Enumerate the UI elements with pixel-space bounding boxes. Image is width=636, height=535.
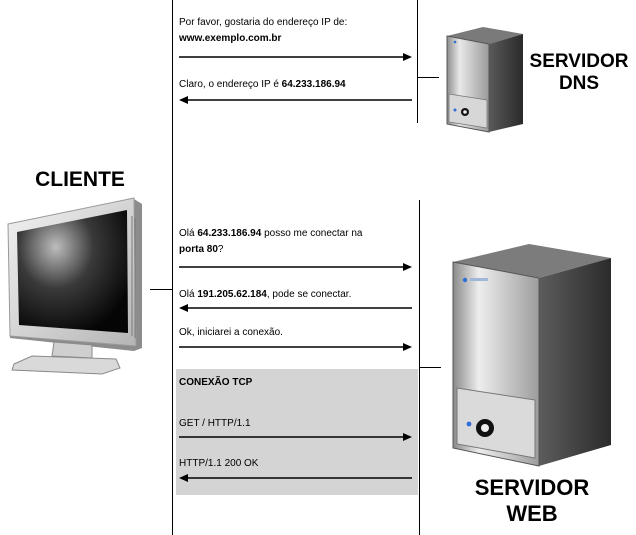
arrow-right-icon	[179, 53, 412, 61]
arrow-right-icon	[179, 263, 412, 271]
dns-server-tower-icon	[446, 27, 523, 133]
tcp-title: CONEXÃO TCP	[179, 377, 253, 388]
dns-request-message: Por favor, gostaria do endereço IP de: w…	[179, 17, 348, 44]
dns-connector	[417, 77, 439, 78]
client-lifeline	[172, 0, 173, 535]
web-connector	[419, 367, 441, 368]
arrow-right-icon	[179, 433, 412, 441]
arrow-left-icon	[179, 96, 412, 104]
dns-reply-message: Claro, o endereço IP é 64.233.186.94	[179, 79, 346, 90]
connect-request-message: Olá 64.233.186.94 posso me conectar na p…	[179, 228, 363, 255]
monitor-icon	[7, 197, 142, 375]
arrow-left-icon	[179, 304, 412, 312]
connect-reply-message: Olá 191.205.62.184, pode se conectar.	[179, 289, 352, 300]
http-response-message: HTTP/1.1 200 OK	[179, 458, 259, 469]
arrow-right-icon	[179, 343, 412, 351]
web-server-tower-icon	[452, 244, 611, 467]
http-request-message: GET / HTTP/1.1	[179, 418, 251, 429]
arrow-left-icon	[179, 474, 412, 482]
tcp-connection-box	[176, 369, 418, 495]
ack-message: Ok, iniciarei a conexão.	[179, 327, 283, 338]
dns-lifeline	[417, 0, 418, 123]
client-connector	[150, 289, 172, 290]
client-label: CLIENTE	[35, 168, 125, 191]
